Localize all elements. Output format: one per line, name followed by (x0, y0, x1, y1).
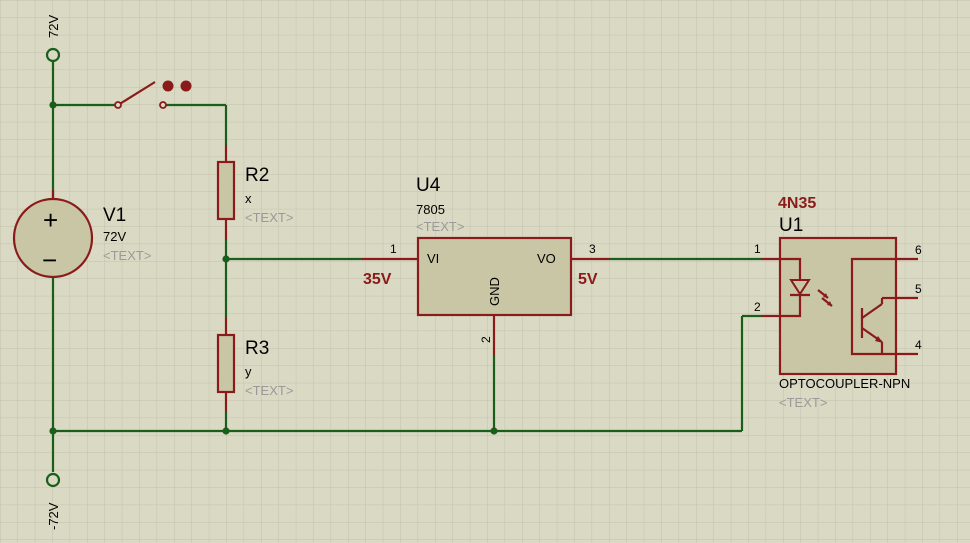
u1-pin-4: 4 (915, 338, 922, 352)
terminal-bottom-label: -72V (46, 502, 61, 530)
r2-text: <TEXT> (245, 210, 293, 225)
v1-value: 72V (103, 229, 126, 244)
r3-name: R3 (245, 338, 269, 359)
r3-text: <TEXT> (245, 383, 293, 398)
terminal-top[interactable]: 72V (45, 15, 61, 63)
switch[interactable] (114, 80, 192, 109)
v1-name: V1 (103, 205, 126, 226)
regulator-u4[interactable]: VI VO GND (362, 236, 610, 355)
resistor-r3[interactable] (216, 318, 236, 412)
u4-pin-1: 1 (390, 242, 397, 256)
junctions (49, 101, 498, 435)
u1-pin-2: 2 (754, 300, 761, 314)
u1-type: OPTOCOUPLER-NPN (779, 376, 910, 391)
terminal-bottom[interactable]: -72V (45, 472, 61, 530)
v1-text: <TEXT> (103, 248, 151, 263)
voltage-source-v1[interactable]: + − (12, 190, 94, 279)
u1-pin-5: 5 (915, 282, 922, 296)
u4-vi-label: VI (427, 251, 439, 266)
npn-transistor-icon (860, 296, 896, 354)
u4-vo-label: VO (537, 251, 556, 266)
probe-input-voltage: 35V (363, 271, 392, 288)
u4-name: U4 (416, 175, 441, 196)
r2-value: x (245, 191, 252, 206)
r2-name: R2 (245, 165, 269, 186)
terminal-top-label: 72V (46, 15, 61, 38)
probe-output-voltage: 5V (578, 271, 598, 288)
u1-name: U1 (779, 215, 803, 236)
light-emission-icon (817, 289, 833, 307)
u4-text: <TEXT> (416, 219, 464, 234)
wires (51, 62, 762, 472)
u1-part-id: 4N35 (778, 195, 816, 212)
u1-pin-1: 1 (754, 242, 761, 256)
resistor-r2[interactable] (216, 145, 236, 240)
r3-value: y (245, 364, 252, 379)
led-icon (789, 279, 811, 296)
u4-pin-2: 2 (479, 336, 493, 343)
switch-button-close-icon[interactable] (180, 80, 192, 92)
u4-gnd-label: GND (487, 277, 502, 306)
u4-part: 7805 (416, 202, 445, 217)
u1-pin-6: 6 (915, 243, 922, 257)
v1-minus-sign: − (42, 245, 57, 275)
optocoupler-u1[interactable] (762, 236, 918, 376)
u1-text: <TEXT> (779, 395, 827, 410)
v1-plus-sign: + (43, 205, 58, 235)
u4-pin-3: 3 (589, 242, 596, 256)
switch-button-open-icon[interactable] (162, 80, 174, 92)
